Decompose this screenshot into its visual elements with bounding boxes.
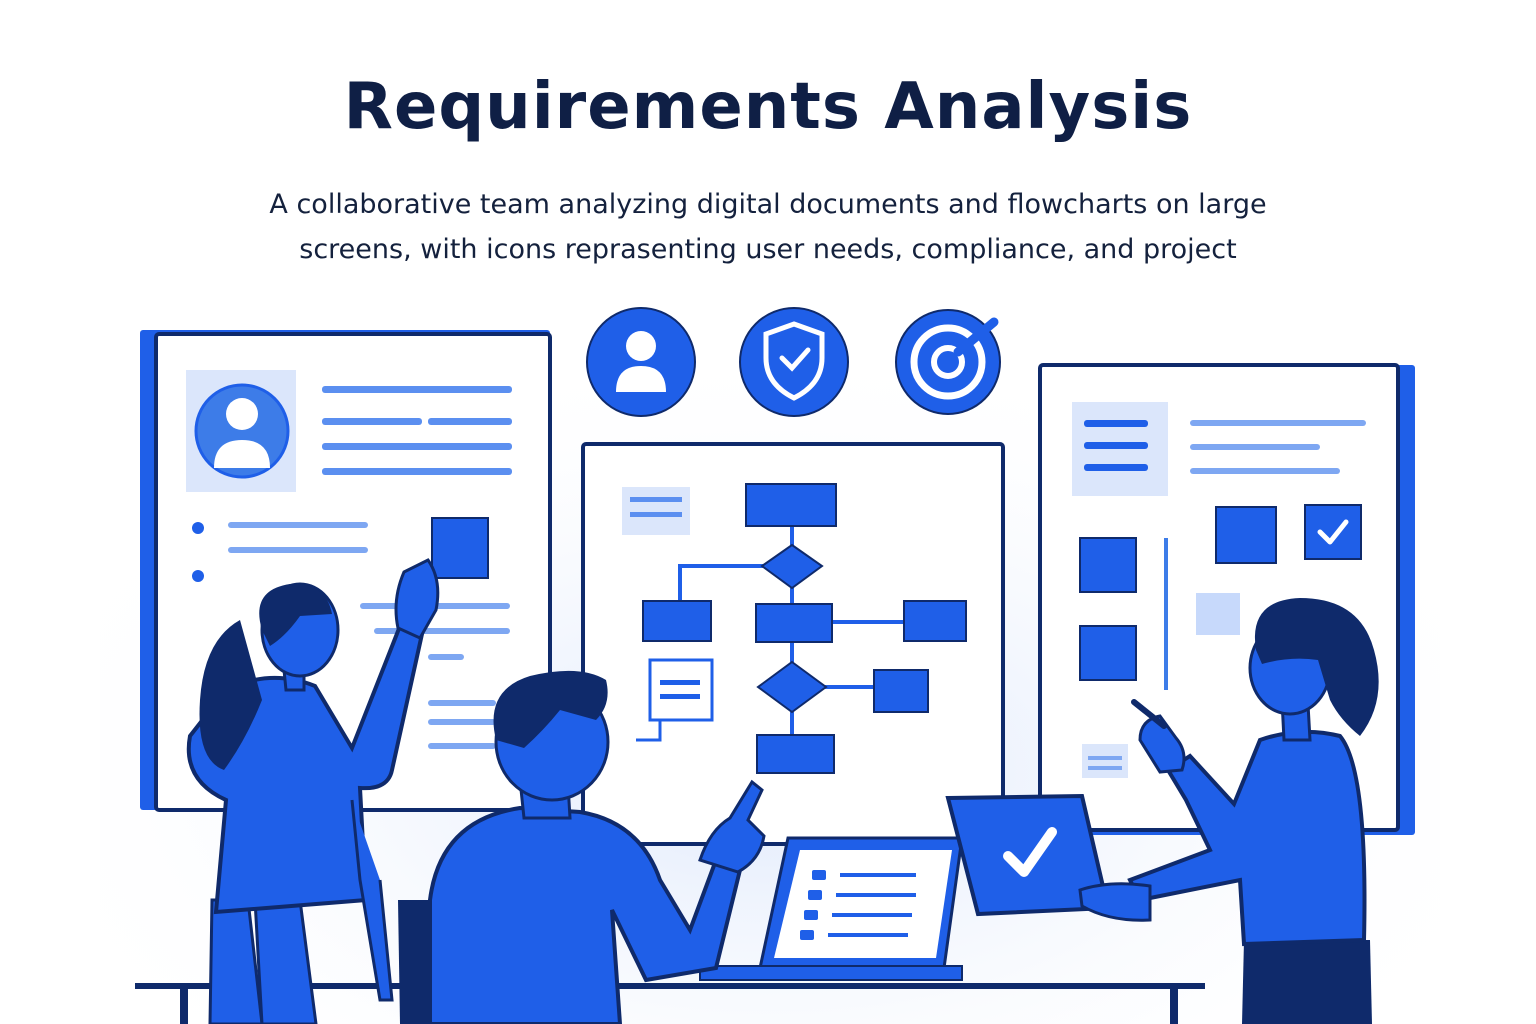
shield-check-icon	[739, 307, 849, 417]
right-document-board	[1038, 363, 1415, 835]
flow-start	[745, 483, 837, 527]
target-icon	[895, 309, 1001, 415]
page-subtitle: A collaborative team analyzing digital d…	[200, 182, 1336, 272]
desk	[135, 983, 1205, 989]
check-icon	[1317, 519, 1349, 545]
comment-bubble	[648, 658, 714, 722]
flow-end	[756, 734, 835, 774]
flowchart-board	[581, 442, 1005, 846]
flow-decision-2	[756, 660, 828, 714]
user-icon	[586, 307, 696, 417]
person-left	[186, 558, 440, 1024]
laptop-held	[945, 793, 1111, 917]
subtitle-line-2: screens, with icons reprasenting user ne…	[299, 234, 1237, 265]
sticky-note	[431, 517, 489, 579]
page-title: Requirements Analysis	[343, 70, 1193, 144]
flow-decision-1	[760, 543, 824, 590]
person-center	[398, 670, 766, 1024]
checked-box	[1304, 504, 1362, 560]
subtitle-line-1: A collaborative team analyzing digital d…	[269, 189, 1267, 220]
person-right	[1078, 598, 1379, 1024]
laptop-center	[699, 836, 964, 981]
